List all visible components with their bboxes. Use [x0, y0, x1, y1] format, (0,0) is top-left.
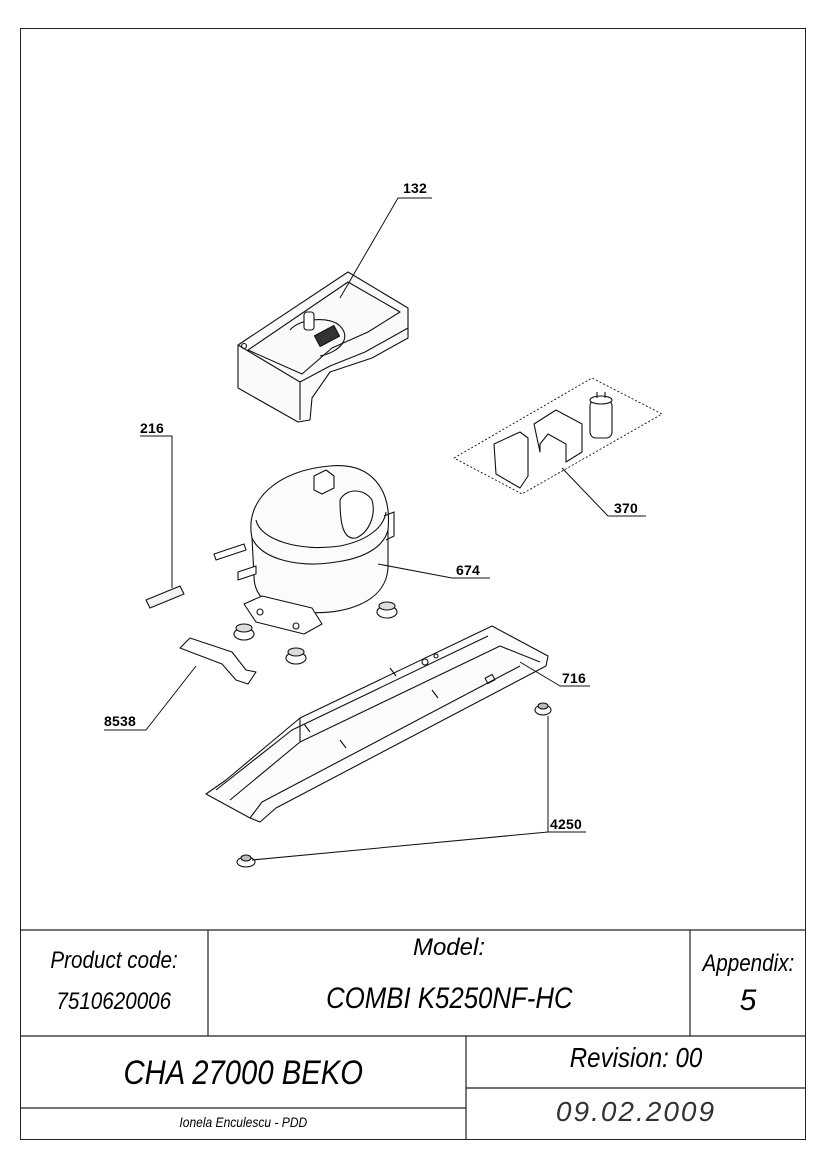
- appendix-value: 5: [739, 984, 757, 1017]
- model-value-box: COMBI K5250NF-HC: [208, 982, 690, 1016]
- date-text: 09.02.2009: [555, 1096, 717, 1127]
- callout-674: 674: [456, 562, 480, 578]
- product-code-label: Product code:: [50, 947, 178, 974]
- chassis-code: CHA 27000 BEKO: [123, 1054, 363, 1092]
- relay-kit-part: [453, 377, 663, 495]
- tube-part: [145, 585, 185, 609]
- drip-tray-part: [237, 271, 409, 423]
- appendix-label: Appendix:: [702, 950, 794, 977]
- product-code-label-box: Product code:: [20, 947, 208, 975]
- callout-8538: 8538: [104, 713, 136, 729]
- leader-lines: [104, 197, 646, 861]
- compressor-part: [213, 465, 398, 665]
- revision-text: Revision: 00: [569, 1042, 703, 1073]
- rubber-feet-part: [236, 702, 552, 868]
- callout-132: 132: [403, 180, 427, 196]
- callout-370: 370: [614, 500, 638, 516]
- chassis-box: CHA 27000 BEKO: [20, 1054, 466, 1093]
- base-rails-part: [205, 625, 549, 823]
- model-value: COMBI K5250NF-HC: [325, 982, 573, 1015]
- drawing-frame: [20, 28, 806, 1140]
- product-code-value-box: 7510620006: [20, 988, 208, 1016]
- callout-4250: 4250: [550, 816, 582, 832]
- author-name: Ionela Enculescu - PDD: [179, 1114, 307, 1130]
- revision-box: Revision: 00: [466, 1042, 806, 1074]
- product-code-value: 7510620006: [56, 988, 172, 1015]
- author-box: Ionela Enculescu - PDD: [20, 1114, 466, 1130]
- appendix-label-box: Appendix:: [690, 950, 806, 978]
- title-block-grid: [20, 929, 806, 1140]
- callout-216: 216: [140, 420, 164, 436]
- callout-716: 716: [562, 670, 586, 686]
- bracket-strip-part: [179, 637, 257, 685]
- model-label: Model:: [412, 934, 486, 961]
